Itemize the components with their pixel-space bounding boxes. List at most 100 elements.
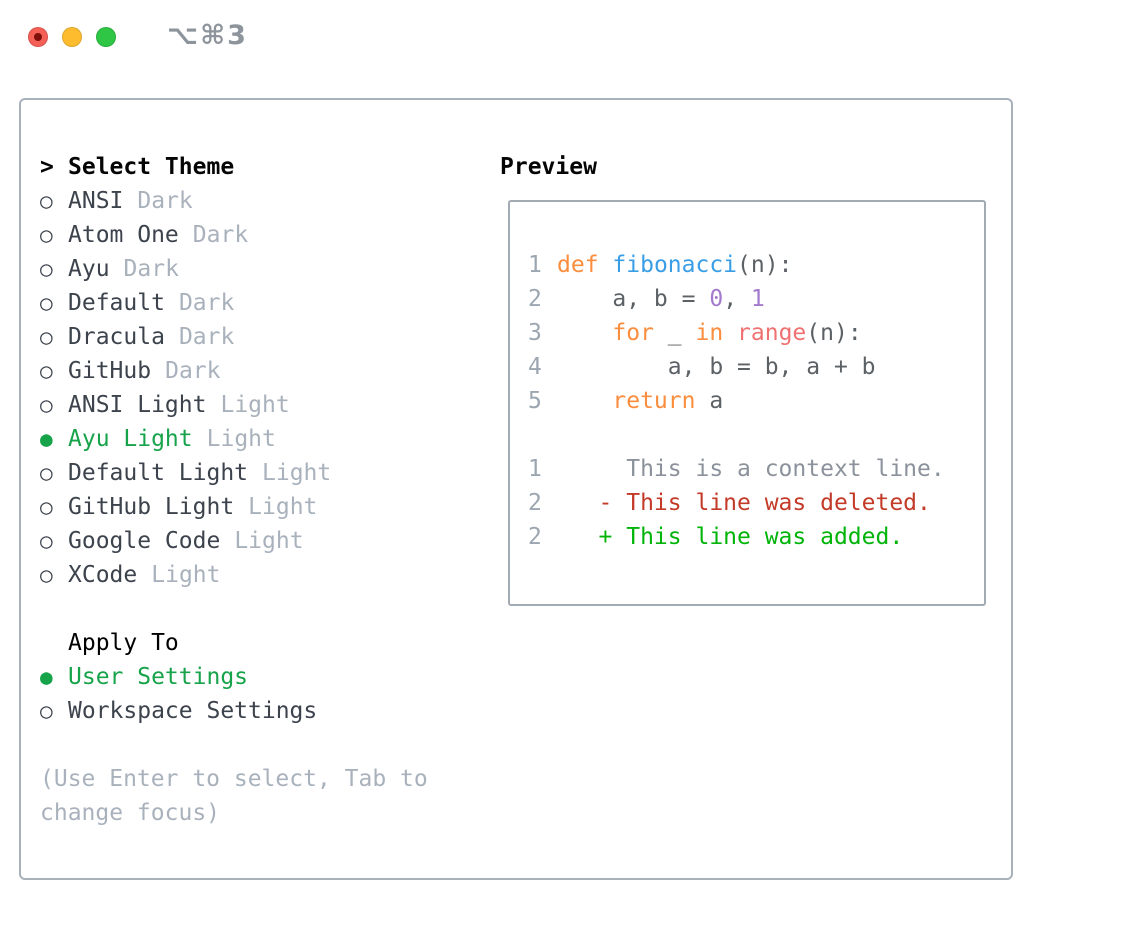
radio-unselected-icon: ○ xyxy=(40,563,53,587)
line-number: 2 xyxy=(528,524,542,550)
theme-variant-label: Light xyxy=(262,460,332,486)
radio-unselected-icon: ○ xyxy=(40,393,53,417)
theme-option-ayu[interactable]: ○ Ayu Dark xyxy=(40,252,460,286)
spacer xyxy=(40,728,460,762)
line-number: 2 xyxy=(528,286,542,312)
token-number: 1 xyxy=(750,286,765,312)
code-line: 3 for _ in range(n): xyxy=(528,316,976,350)
theme-list-title: Select Theme xyxy=(68,154,235,180)
theme-name: Default xyxy=(68,290,165,316)
line-number: 2 xyxy=(528,490,542,516)
theme-name: GitHub xyxy=(68,358,152,384)
apply-to-header: Apply To xyxy=(68,630,179,656)
blank-line xyxy=(528,418,976,452)
theme-name: GitHub Light xyxy=(68,494,235,520)
context-line: 1 This is a context line. xyxy=(528,452,976,486)
token-keyword: in xyxy=(695,320,724,346)
radio-unselected-icon: ○ xyxy=(40,461,53,485)
token-default: a xyxy=(695,388,724,414)
line-content: for _ in range(n): xyxy=(557,316,862,350)
theme-list-header: > Select Theme xyxy=(40,150,460,184)
line-number: 3 xyxy=(528,320,542,346)
token-deleted: - This line was deleted. xyxy=(557,490,931,516)
token-added: + This line was added. xyxy=(557,524,904,550)
theme-name: Dracula xyxy=(68,324,165,350)
line-content: def fibonacci(n): xyxy=(557,248,792,282)
theme-name: ANSI Light xyxy=(68,392,207,418)
radio-unselected-icon: ○ xyxy=(40,325,53,349)
token-number: 0 xyxy=(709,286,724,312)
apply-option-workspace-settings[interactable]: ○Workspace Settings xyxy=(40,694,460,728)
radio-unselected-icon: ○ xyxy=(40,359,53,383)
line-content: a, b = 0, 1 xyxy=(557,282,765,316)
theme-option-dracula[interactable]: ○ Dracula Dark xyxy=(40,320,460,354)
titlebar: ⌥⌘3 xyxy=(0,0,1140,70)
token-default xyxy=(557,320,612,346)
theme-name: Default Light xyxy=(68,460,249,486)
line-number: 5 xyxy=(528,388,542,414)
theme-variant-label: Light xyxy=(151,562,221,588)
line-content: + This line was added. xyxy=(557,520,904,554)
theme-name: Google Code xyxy=(68,528,221,554)
theme-variant-label: Dark xyxy=(178,324,235,350)
theme-name: XCode xyxy=(68,562,138,588)
radio-unselected-icon: ○ xyxy=(40,189,53,213)
window-title: ⌥⌘3 xyxy=(167,20,248,51)
spacer xyxy=(40,592,460,626)
token-default: _ xyxy=(653,320,696,346)
theme-variant-label: Dark xyxy=(192,222,249,248)
added-line: 2 + This line was added. xyxy=(528,520,976,554)
token-entity: fibonacci xyxy=(612,252,738,278)
token-default: a, b = b, a + b xyxy=(557,354,876,380)
token-default: (n): xyxy=(806,320,862,346)
radio-unselected-icon: ○ xyxy=(40,291,53,315)
token-context: This is a context line. xyxy=(557,456,945,482)
theme-option-google-code[interactable]: ○ Google Code Light xyxy=(40,524,460,558)
cursor-prefix-icon: > xyxy=(40,154,54,180)
apply-option-user-settings[interactable]: ●User Settings xyxy=(40,660,460,694)
zoom-button[interactable] xyxy=(96,27,116,47)
theme-variant-label: Dark xyxy=(123,256,179,282)
line-number: 1 xyxy=(528,456,542,482)
help-text: (Use Enter to select, Tab to change focu… xyxy=(40,766,428,826)
token-call: range xyxy=(737,320,807,346)
preview-title: Preview xyxy=(500,154,597,180)
theme-name: Atom One xyxy=(68,222,179,248)
line-content: a, b = b, a + b xyxy=(557,350,876,384)
close-dot-icon xyxy=(34,33,42,41)
token-keyword: for xyxy=(612,320,654,346)
theme-option-ansi[interactable]: ○ ANSI Dark xyxy=(40,184,460,218)
minimize-button[interactable] xyxy=(62,27,82,47)
theme-name: Ayu xyxy=(68,256,110,282)
token-default: (n): xyxy=(737,252,793,278)
close-button[interactable] xyxy=(28,27,48,47)
apply-to-list: ●User Settings○Workspace Settings xyxy=(40,660,460,728)
radio-unselected-icon: ○ xyxy=(40,529,53,553)
theme-option-default-light[interactable]: ○ Default Light Light xyxy=(40,456,460,490)
theme-variant-label: Light xyxy=(234,528,304,554)
line-content: - This line was deleted. xyxy=(557,486,931,520)
radio-selected-icon: ● xyxy=(40,665,53,689)
token-keyword: return xyxy=(612,388,696,414)
theme-option-atom-one[interactable]: ○ Atom One Dark xyxy=(40,218,460,252)
theme-variant-label: Dark xyxy=(178,290,235,316)
theme-name: ANSI xyxy=(68,188,124,214)
theme-variant-label: Dark xyxy=(137,188,193,214)
code-line: 4 a, b = b, a + b xyxy=(528,350,976,384)
apply-option-label: Workspace Settings xyxy=(68,698,318,724)
radio-unselected-icon: ○ xyxy=(40,223,53,247)
theme-option-xcode[interactable]: ○ XCode Light xyxy=(40,558,460,592)
token-keyword: def xyxy=(557,252,599,278)
radio-unselected-icon: ○ xyxy=(40,257,53,281)
theme-option-default[interactable]: ○ Default Dark xyxy=(40,286,460,320)
token-default xyxy=(557,388,612,414)
code-line: 2 a, b = 0, 1 xyxy=(528,282,976,316)
